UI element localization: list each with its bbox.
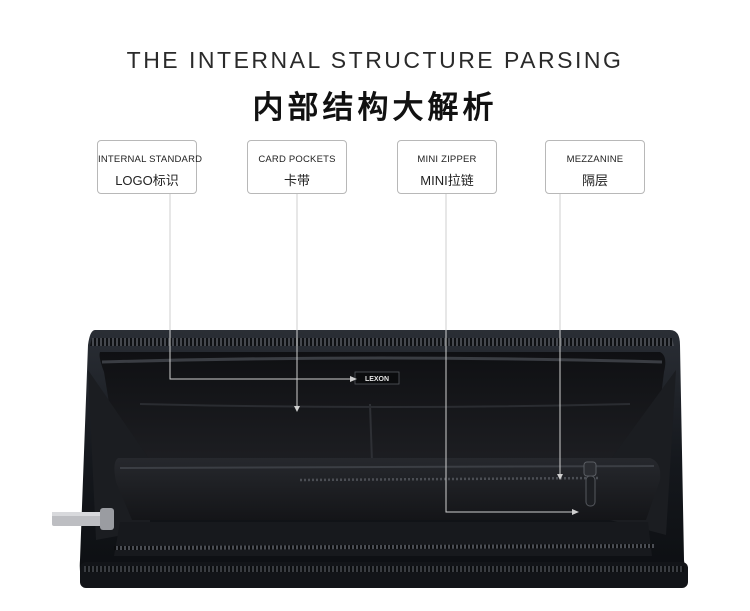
label-mini-zipper: MINI ZIPPER MINI拉链 bbox=[397, 140, 497, 194]
wallet-top-zipper bbox=[90, 338, 674, 346]
wallet-bottom-edge bbox=[80, 562, 688, 588]
label-mini-zipper-chinese: MINI拉链 bbox=[420, 173, 474, 188]
left-zipper-pull bbox=[52, 508, 114, 530]
label-card-pockets: CARD POCKETS 卡带 bbox=[247, 140, 347, 194]
mezzanine-pocket bbox=[114, 458, 661, 520]
wallet-interior bbox=[99, 352, 666, 470]
label-card-pockets-chinese: 卡带 bbox=[283, 173, 310, 188]
svg-text:LEXON: LEXON bbox=[365, 376, 389, 383]
label-mezzanine-chinese: 隔层 bbox=[581, 173, 608, 188]
callout-line-internal-standard bbox=[169, 194, 350, 380]
label-internal-standard: INTERNAL STANDARD LOGO标识 bbox=[97, 140, 203, 194]
zipper-pull bbox=[583, 461, 597, 507]
label-internal-standard-english: INTERNAL STANDARD bbox=[98, 154, 203, 165]
label-mezzanine-english: MEZZANINE bbox=[566, 154, 624, 165]
label-card-pockets-english: CARD POCKETS bbox=[258, 154, 336, 165]
callout-line-mini-zipper bbox=[445, 194, 572, 513]
page-title-chinese: 内部结构大解析 bbox=[252, 90, 498, 126]
label-mini-zipper-english: MINI ZIPPER bbox=[417, 154, 477, 165]
lexon-logo-tag: LEXON bbox=[354, 371, 400, 385]
label-internal-standard-chinese: LOGO标识 bbox=[115, 173, 179, 188]
label-mezzanine: MEZZANINE 隔层 bbox=[545, 140, 645, 194]
page-title-english: THE INTERNAL STRUCTURE PARSING bbox=[126, 47, 624, 73]
